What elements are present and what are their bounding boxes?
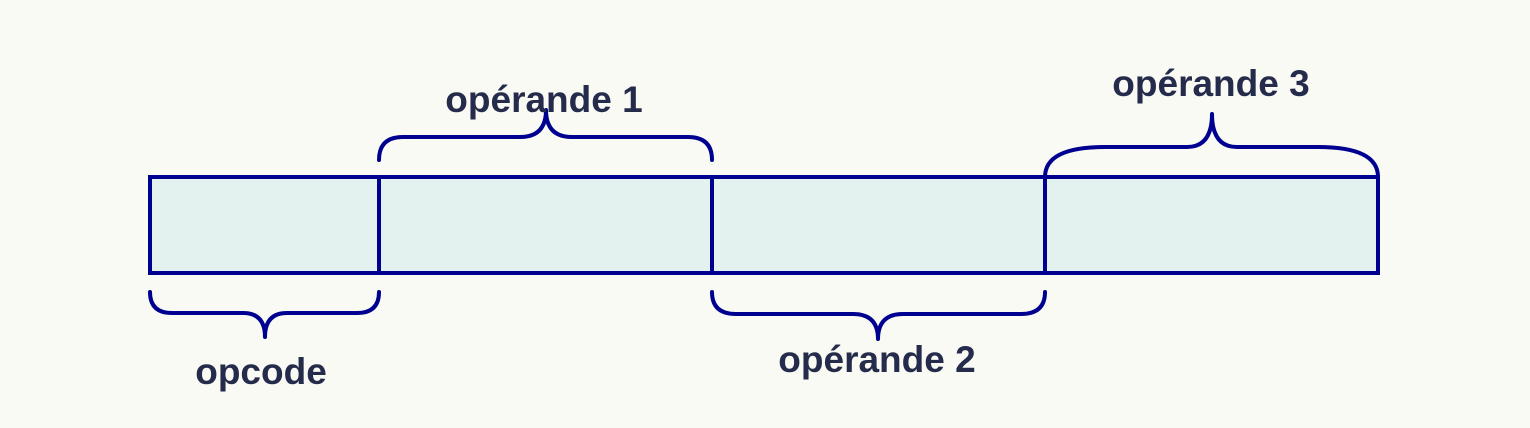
instruction-word [148,175,1380,275]
opcode-field [148,175,381,275]
operand-2-field [710,175,1047,275]
operand-2-label: opérande 2 [778,339,975,380]
opcode-label: opcode [195,351,327,392]
operand-3-field [1043,175,1380,275]
operand-1-label: opérande 1 [445,79,642,120]
operand-1-brace [377,108,714,162]
operand-2-brace [710,290,1047,341]
opcode-brace [148,290,381,339]
operand-3-brace [1043,112,1380,179]
operand-1-field [377,175,714,275]
operand-3-label: opérande 3 [1112,63,1309,104]
